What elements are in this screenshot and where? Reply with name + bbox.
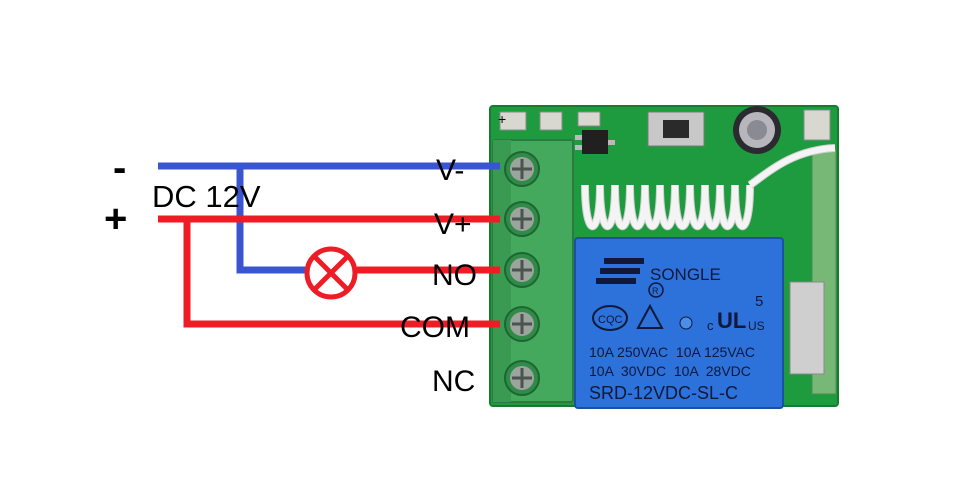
- terminal-label-com: COM: [400, 311, 470, 344]
- relay: SONGLE R CQC c UL US 5 10A 250VAC 10A 12…: [574, 237, 784, 409]
- relay-rating-1: 10A 250VAC 10A 125VAC: [589, 344, 755, 360]
- screw-com: [504, 306, 540, 342]
- screw-v-minus: [504, 151, 540, 187]
- terminal-label-no: NO: [432, 259, 477, 292]
- terminal-label-v-minus: V-: [436, 154, 464, 187]
- relay-brand: SONGLE: [650, 265, 721, 284]
- cqc-mark: [592, 305, 628, 331]
- svg-text:CQC: CQC: [598, 314, 623, 326]
- svg-text:R: R: [652, 286, 659, 296]
- plus-sign: +: [104, 197, 127, 241]
- screw-v-plus: [504, 201, 540, 237]
- songle-logo: [596, 258, 644, 284]
- voltage-label: DC 12V: [152, 179, 261, 214]
- negative-branch-wire: [236, 166, 305, 274]
- wires: [158, 162, 500, 328]
- relay-model: SRD-12VDC-SL-C: [589, 383, 738, 403]
- terminal-block: [492, 139, 574, 403]
- silkscreen-plus: +: [498, 111, 506, 127]
- ul-mark: UL: [717, 308, 746, 333]
- minus-sign: -: [113, 146, 126, 190]
- terminal-label-v-plus: V+: [434, 208, 472, 241]
- com-wire: [183, 219, 500, 328]
- svg-text:5: 5: [755, 293, 763, 310]
- svg-text:US: US: [748, 319, 765, 333]
- relay-rating-2: 10A 30VDC 10A 28VDC: [589, 363, 751, 379]
- lamp-icon: [304, 246, 358, 300]
- screw-nc: [504, 360, 540, 396]
- terminal-label-nc: NC: [432, 365, 475, 398]
- triangle-mark: [636, 303, 664, 329]
- coil-antenna: [581, 144, 836, 231]
- screw-no: [504, 252, 540, 288]
- svg-text:c: c: [707, 318, 714, 333]
- registered-mark: [648, 282, 664, 298]
- ic-chip: [582, 130, 608, 154]
